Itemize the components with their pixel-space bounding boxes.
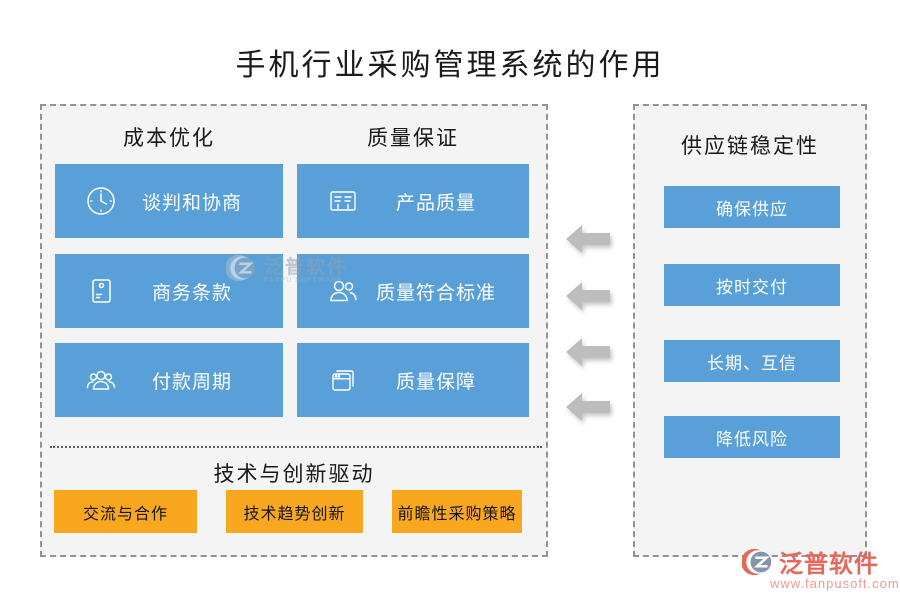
tile-label: 谈判和协商 <box>141 192 242 214</box>
tile-label: 质量保障 <box>395 371 476 393</box>
supply-chain-panel: 供应链稳定性 确保供应 按时交付 长期、互信 降低风险 <box>633 104 867 557</box>
tile-payment-cycle: 付款周期 <box>55 343 283 417</box>
section-header-tech-innovation: 技术与创新驱动 <box>213 462 375 486</box>
section-header-cost-optimization: 成本优化 <box>123 126 215 150</box>
section-divider <box>50 446 542 448</box>
corner-watermark: 泛普软件 www.fanpusoft.com <box>742 544 900 591</box>
tile-label: 付款周期 <box>151 371 232 393</box>
tile-product-quality: 产品质量 <box>297 164 529 238</box>
stacked-docs-icon <box>325 362 361 398</box>
tile-quality-standards: 质量符合标准 <box>297 254 529 328</box>
tag-exchange-cooperation: 交流与合作 <box>54 490 197 533</box>
page-title: 手机行业采购管理系统的作用 <box>235 48 665 83</box>
spec-sheet-icon <box>325 183 361 219</box>
two-people-icon <box>325 273 361 309</box>
left-arrow-icon <box>566 337 610 367</box>
tile-label: 质量符合标准 <box>375 282 496 304</box>
tile-risk-reduction: 降低风险 <box>664 416 840 458</box>
watermark-url-text: www.fanpusoft.com <box>770 576 900 591</box>
left-arrow-icon <box>566 281 610 311</box>
tile-ensure-supply: 确保供应 <box>664 186 840 228</box>
fanpu-logo-icon <box>742 546 776 578</box>
procurement-factors-panel: 成本优化 质量保证 谈判和协商 商务条款 <box>40 104 548 557</box>
tile-business-terms: 商务条款 <box>55 254 283 328</box>
envelope-icon <box>83 273 119 309</box>
watermark-brand-text: 泛普软件 <box>779 549 879 578</box>
clock-icon <box>83 183 119 219</box>
tag-tech-trend-innovation: 技术趋势创新 <box>226 490 363 533</box>
tile-on-time-delivery: 按时交付 <box>664 264 840 306</box>
section-header-supply-chain-stability: 供应链稳定性 <box>681 134 819 158</box>
tile-label: 产品质量 <box>395 192 476 214</box>
section-header-quality-assurance: 质量保证 <box>367 126 459 150</box>
tile-long-term-trust: 长期、互信 <box>664 340 840 382</box>
tile-negotiation: 谈判和协商 <box>55 164 283 238</box>
left-arrow-icon <box>566 392 610 422</box>
tile-quality-guarantee: 质量保障 <box>297 343 529 417</box>
left-arrow-icon <box>566 224 610 254</box>
people-group-icon <box>83 362 119 398</box>
tag-forward-procurement-strategy: 前瞻性采购策略 <box>392 490 522 533</box>
tile-label: 商务条款 <box>151 282 232 304</box>
